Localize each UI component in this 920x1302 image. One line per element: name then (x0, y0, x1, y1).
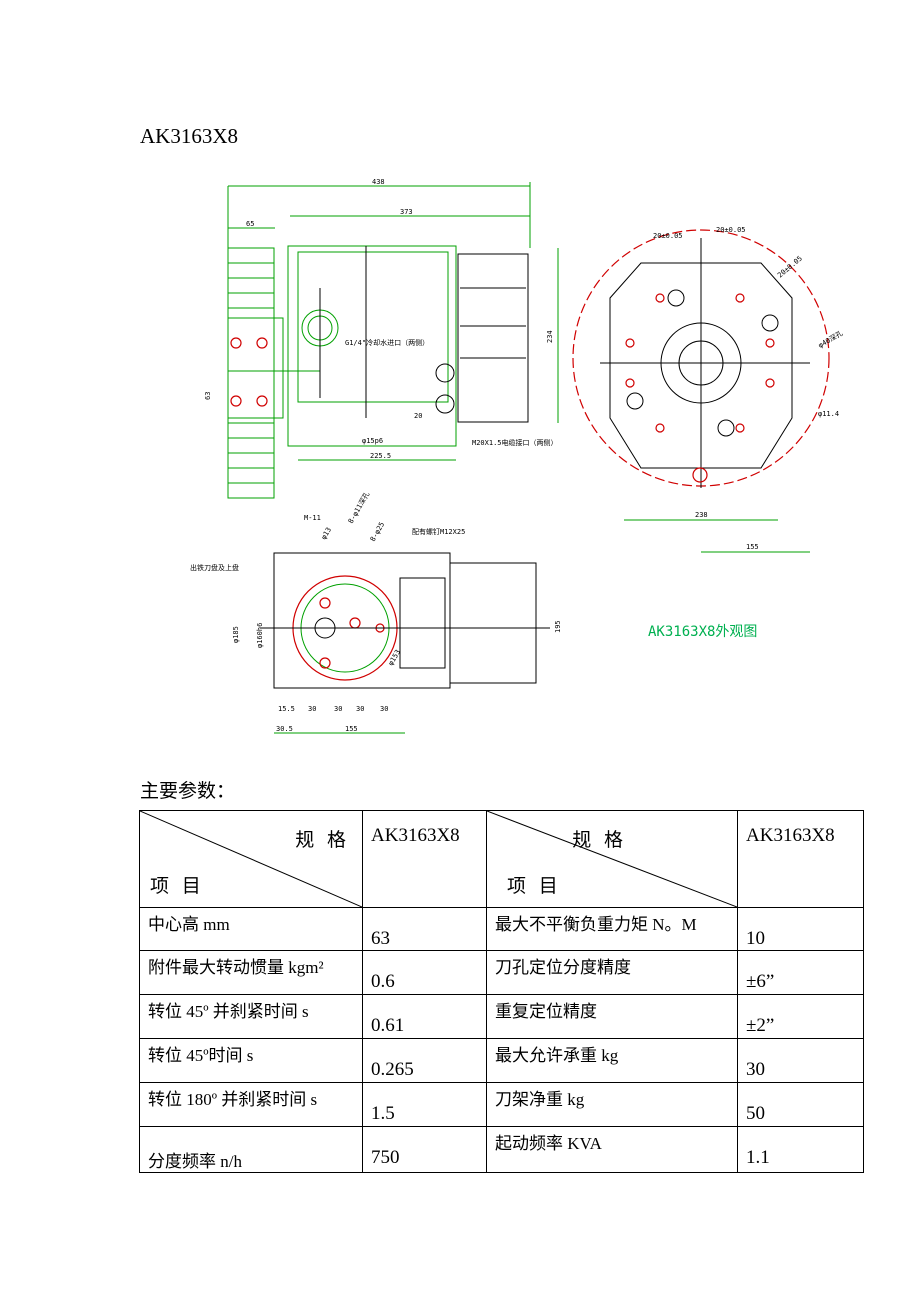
svg-text:M-11: M-11 (304, 514, 321, 522)
param-label: 重复定位精度 (486, 994, 738, 1039)
header-diagonal-cell: 规 格 项 目 (486, 810, 738, 908)
svg-text:225.5: 225.5 (370, 452, 391, 460)
param-value: 10 (737, 907, 864, 951)
param-label: 最大允许承重 kg (486, 1038, 738, 1083)
param-label: 转位 45º时间 s (139, 1038, 363, 1083)
param-value: 63 (362, 907, 487, 951)
svg-text:195: 195 (554, 620, 562, 633)
svg-text:φ160h6: φ160h6 (256, 623, 264, 648)
document-title: AK3163X8 (140, 124, 238, 148)
svg-text:30: 30 (356, 705, 364, 713)
param-label: 刀架净重 kg (486, 1082, 738, 1127)
param-value: 0.265 (362, 1038, 487, 1083)
svg-text:30: 30 (308, 705, 316, 713)
param-label: 最大不平衡负重力矩 N。M (486, 907, 738, 951)
param-value: 1.1 (737, 1126, 864, 1173)
header-diagonal-cell: 规 格 项 目 (139, 810, 363, 908)
table-row: 转位 180º 并刹紧时间 s 1.5 刀架净重 kg 50 (139, 1082, 864, 1127)
param-label: 分度频率 n/h (139, 1126, 363, 1173)
drawing-caption: AK3163X8外观图 (648, 624, 757, 640)
param-value: 750 (362, 1126, 487, 1173)
svg-text:15.5: 15.5 (278, 705, 295, 713)
header-spec-label: 规 格 (295, 830, 350, 851)
svg-text:M20X1.5电缆接口（两侧）: M20X1.5电缆接口（两侧） (472, 438, 558, 447)
svg-text:φ185: φ185 (232, 626, 240, 643)
svg-text:配有螺钉M12X25: 配有螺钉M12X25 (412, 527, 465, 536)
svg-text:G1/4"冷却水进口（两侧）: G1/4"冷却水进口（两侧） (345, 338, 429, 347)
svg-text:8-φ11深孔: 8-φ11深孔 (346, 490, 371, 525)
table-row: 转位 45º时间 s 0.265 最大允许承重 kg 30 (139, 1038, 864, 1083)
param-value: 30 (737, 1038, 864, 1083)
svg-text:234: 234 (546, 330, 554, 343)
svg-text:238: 238 (695, 511, 708, 519)
param-value: ±6” (737, 950, 864, 995)
front-view: 20±0.05 20±0.05 20±0.05 φ40深孔 φ11.4 238 … (572, 226, 845, 553)
technical-drawing: 438 373 65 G1/4"冷却水进口（两侧） (190, 178, 845, 734)
param-label: 起动频率 KVA (486, 1126, 738, 1173)
svg-text:出铁刀盘及上盘: 出铁刀盘及上盘 (190, 563, 239, 572)
table-header-row: 规 格 项 目 AK3163X8 规 格 项 目 AK3163X8 (139, 810, 864, 908)
header-model: AK3163X8 (362, 810, 487, 908)
header-item-label: 项 目 (507, 876, 562, 897)
svg-text:63: 63 (204, 392, 212, 400)
svg-text:20: 20 (414, 412, 422, 420)
param-value: ±2” (737, 994, 864, 1039)
table-row: 分度频率 n/h 750 起动频率 KVA 1.1 (139, 1126, 864, 1173)
table-row: 附件最大转动惯量 kgm² 0.6 刀孔定位分度精度 ±6” (139, 950, 864, 995)
svg-text:373: 373 (400, 208, 413, 216)
svg-text:30: 30 (380, 705, 388, 713)
svg-text:438: 438 (372, 178, 385, 186)
svg-text:20±0.05: 20±0.05 (716, 226, 746, 234)
svg-text:30.5: 30.5 (276, 725, 293, 733)
table-row: 转位 45º 并刹紧时间 s 0.61 重复定位精度 ±2” (139, 994, 864, 1039)
svg-text:φ15p6: φ15p6 (362, 437, 383, 445)
svg-text:65: 65 (246, 220, 254, 228)
param-label: 转位 45º 并刹紧时间 s (139, 994, 363, 1039)
top-view: M-11 φ13 8-φ11深孔 8-φ25 配有螺钉M12X25 出铁刀盘及上… (190, 490, 562, 734)
param-value: 0.6 (362, 950, 487, 995)
param-label: 附件最大转动惯量 kgm² (139, 950, 363, 995)
header-model: AK3163X8 (737, 810, 864, 908)
svg-text:φ13: φ13 (320, 526, 333, 541)
table-row: 中心高 mm 63 最大不平衡负重力矩 N。M 10 (139, 907, 864, 951)
svg-text:30: 30 (334, 705, 342, 713)
param-label: 刀孔定位分度精度 (486, 950, 738, 995)
param-label: 转位 180º 并刹紧时间 s (139, 1082, 363, 1127)
header-item-label: 项 目 (150, 876, 205, 897)
side-view: 438 373 65 G1/4"冷却水进口（两侧） (204, 178, 559, 499)
svg-text:φ40深孔: φ40深孔 (817, 329, 845, 350)
svg-text:155: 155 (746, 543, 759, 551)
section-title: 主要参数： (140, 781, 236, 802)
svg-text:8-φ25: 8-φ25 (369, 521, 386, 543)
header-spec-label: 规 格 (572, 830, 627, 851)
param-label: 中心高 mm (139, 907, 363, 951)
param-value: 1.5 (362, 1082, 487, 1127)
svg-text:20±0.05: 20±0.05 (653, 232, 683, 240)
param-value: 50 (737, 1082, 864, 1127)
param-value: 0.61 (362, 994, 487, 1039)
parameters-table: 规 格 项 目 AK3163X8 规 格 项 目 AK3163X8 中心高 mm… (139, 810, 864, 1173)
svg-text:φ11.4: φ11.4 (818, 410, 839, 418)
svg-text:155: 155 (345, 725, 358, 733)
